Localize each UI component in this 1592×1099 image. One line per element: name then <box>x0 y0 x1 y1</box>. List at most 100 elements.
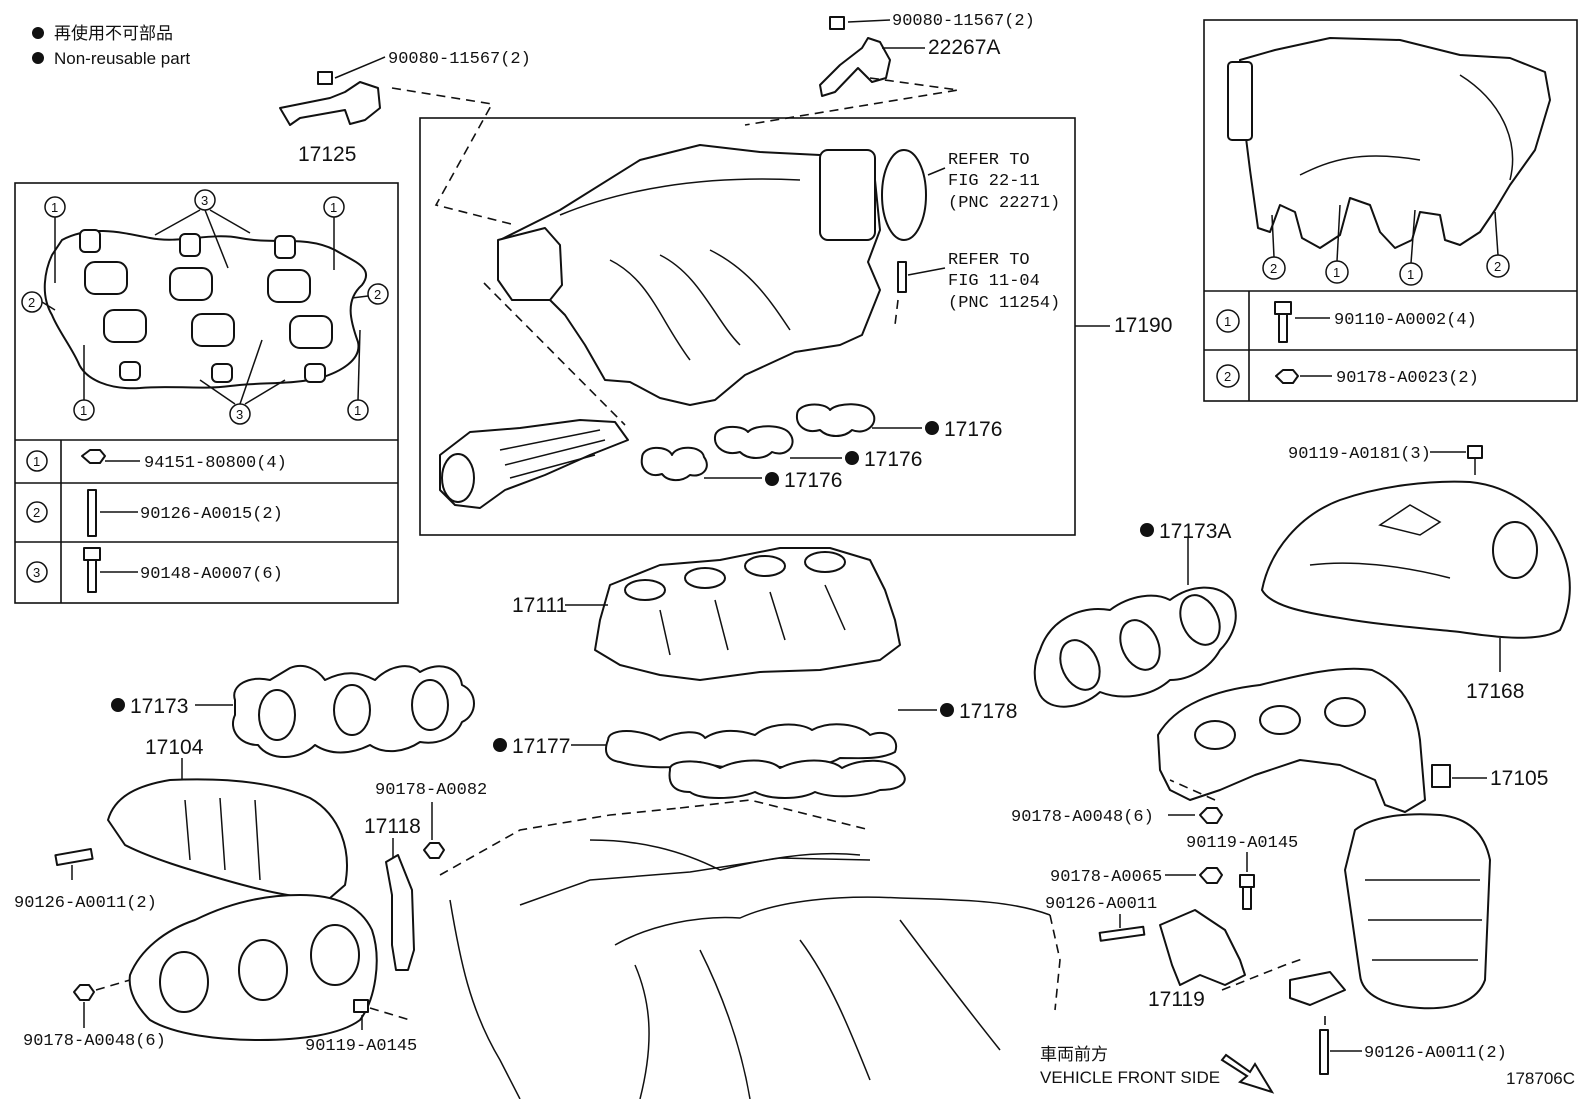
stud-icon <box>87 489 97 537</box>
left-gasket-inset: 1 3 1 2 2 1 3 1 1 2 3 94151-80800(4) 901… <box>14 182 399 604</box>
refer2-line3: (PNC 11254) <box>948 294 1060 313</box>
svg-text:1: 1 <box>1224 314 1231 329</box>
intake-manifold-box: REFER TO FIG 22-11 (PNC 22271) REFER TO … <box>419 117 1172 536</box>
bracket-17125: 90080-11567(2) 17125 <box>279 50 531 226</box>
refer1-line3: (PNC 22271) <box>948 194 1060 213</box>
legend-en: Non-reusable part <box>54 49 190 68</box>
bolt-icon <box>1467 445 1483 459</box>
svg-text:1: 1 <box>51 200 58 215</box>
exhaust-manifold-17105: 17105 90178-A0048(6) <box>1011 667 1548 1010</box>
part-17125: 17125 <box>298 143 356 166</box>
non-reusable-dot-icon <box>925 421 939 435</box>
non-reusable-dot-icon <box>32 52 44 64</box>
part-90080-11567-top: 90080-11567(2) <box>892 12 1035 31</box>
part-17168: 17168 <box>1466 680 1524 703</box>
intake-manifold-lower-17111: 17111 <box>512 547 901 681</box>
svg-text:2: 2 <box>33 505 40 520</box>
engine-block-outline <box>439 799 1061 1099</box>
bolt-icon <box>317 71 333 85</box>
part-94151-80800: 94151-80800(4) <box>144 454 287 473</box>
gasket-17176-c <box>640 446 708 482</box>
figure-id: 178706C <box>1506 1069 1575 1088</box>
nut-icon <box>81 449 106 464</box>
legend: 再使用不可部品 Non-reusable part <box>32 23 190 68</box>
nut-icon <box>423 842 445 859</box>
part-17105: 17105 <box>1490 767 1548 790</box>
part-17178: 17178 <box>959 700 1017 723</box>
refer2-line2: FIG 11-04 <box>948 272 1040 291</box>
catalytic-converter-left <box>107 778 348 900</box>
svg-text:2: 2 <box>28 295 35 310</box>
stay-17118: 90178-A0082 17118 90119-A0145 <box>305 781 487 1056</box>
part-17176-c: 17176 <box>784 469 842 492</box>
part-90119-A0145-right: 90119-A0145 <box>1186 834 1298 853</box>
part-17190: 17190 <box>1114 314 1172 337</box>
legend-jp: 再使用不可部品 <box>54 23 173 43</box>
part-17173: 17173 <box>130 695 188 718</box>
part-90119-A0181: 90119-A0181(3) <box>1288 445 1431 464</box>
front-arrow-icon <box>1220 1053 1275 1094</box>
right-manifold-inset: 2 1 1 2 1 2 90110-A0002(4) 90178-A0023(2… <box>1203 19 1578 402</box>
stud-icon <box>1098 925 1146 942</box>
bolt-head-icon <box>83 547 101 561</box>
part-90126-A0011-mid: 90126-A0011 <box>1045 895 1157 914</box>
svg-text:2: 2 <box>1224 369 1231 384</box>
gasket-17176-a <box>795 403 876 437</box>
bolt-head-icon <box>1274 301 1292 315</box>
svg-text:1: 1 <box>1407 267 1414 282</box>
part-17177: 17177 <box>512 735 570 758</box>
part-17118: 17118 <box>364 815 421 838</box>
part-17111: 17111 <box>512 594 567 617</box>
non-reusable-dot-icon <box>32 27 44 39</box>
intake-manifold-side-view <box>1239 37 1551 249</box>
bolt-shank-icon <box>87 559 97 593</box>
part-90178-A0065: 90178-A0065 <box>1050 868 1162 887</box>
stud-icon <box>897 261 907 293</box>
part-17119: 17119 <box>1148 988 1205 1011</box>
exhaust-gasket-17173A: 17173A <box>1033 520 1237 708</box>
heat-insulator-17168: 90119-A0181(3) 17168 <box>1261 445 1571 703</box>
non-reusable-dot-icon <box>940 703 954 717</box>
vehicle-front-direction: 車両前方 VEHICLE FRONT SIDE 178706C <box>1040 1045 1575 1094</box>
part-17173A: 17173A <box>1159 520 1231 543</box>
bracket-17119 <box>1159 909 1246 986</box>
part-90178-A0048-right: 90178-A0048(6) <box>1011 808 1154 827</box>
nut-icon <box>73 984 95 1001</box>
gasket-17177-17178: 17177 17178 <box>493 700 1017 799</box>
bolt-icon <box>1239 874 1255 888</box>
part-90178-A0023: 90178-A0023(2) <box>1336 369 1479 388</box>
gasket-17176-b <box>713 425 794 459</box>
stud-icon <box>1319 1029 1329 1075</box>
catalytic-converter-right <box>1344 813 1491 1010</box>
svg-text:2: 2 <box>374 287 381 302</box>
direction-en: VEHICLE FRONT SIDE <box>1040 1068 1220 1087</box>
svg-text:3: 3 <box>201 193 208 208</box>
part-90148-A0007: 90148-A0007(6) <box>140 565 283 584</box>
nut-icon <box>1199 867 1223 884</box>
non-reusable-dot-icon <box>111 698 125 712</box>
bolt-icon <box>353 999 369 1013</box>
lower-right-fasteners: 90119-A0145 90178-A0065 90126-A0011 1711… <box>1045 834 1507 1075</box>
svg-text:1: 1 <box>33 454 40 469</box>
gasket-17178 <box>668 759 906 799</box>
refer1-line1: REFER TO <box>948 151 1030 170</box>
svg-text:2: 2 <box>1270 261 1277 276</box>
nut-icon <box>1199 807 1223 824</box>
non-reusable-dot-icon <box>765 472 779 486</box>
nut-icon <box>1275 369 1299 384</box>
non-reusable-dot-icon <box>1140 523 1154 537</box>
part-17104: 17104 <box>145 736 204 759</box>
refer1-line2: FIG 22-11 <box>948 172 1040 191</box>
svg-text:1: 1 <box>80 403 87 418</box>
throttle-body <box>439 419 629 509</box>
part-17176-a: 17176 <box>944 418 1002 441</box>
part-22267A: 22267A <box>928 36 1000 59</box>
non-reusable-dot-icon <box>493 738 507 752</box>
part-90110-A0002: 90110-A0002(4) <box>1334 311 1477 330</box>
part-90126-A0015: 90126-A0015(2) <box>140 505 283 524</box>
stud-icon <box>54 847 94 867</box>
exhaust-manifold-17104: 17104 90126-A0011(2) 90178-A0048(6) <box>14 736 378 1051</box>
part-90080-11567-left: 90080-11567(2) <box>388 50 531 69</box>
refer2-line1: REFER TO <box>948 251 1030 270</box>
